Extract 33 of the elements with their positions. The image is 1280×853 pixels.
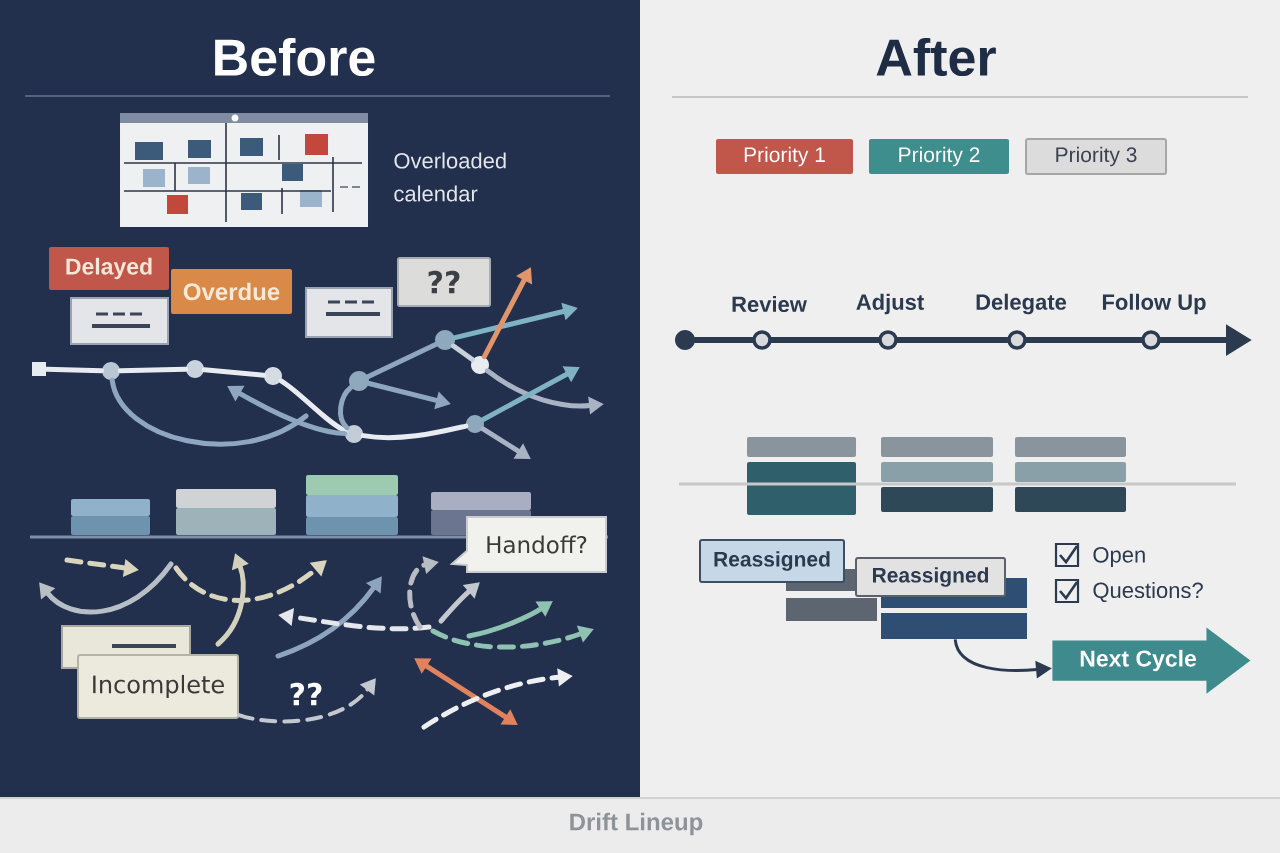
circle-node	[186, 360, 204, 378]
note-card	[305, 287, 393, 338]
arrow-banner: Next Cycle	[1052, 627, 1251, 694]
circle-node	[345, 425, 363, 443]
note-card: ??	[397, 257, 491, 307]
note-card: Incomplete	[77, 654, 239, 719]
square-marker	[32, 362, 46, 376]
circle-node	[102, 362, 120, 380]
circle-node	[349, 371, 369, 391]
speech-bubble: Handoff?	[449, 516, 607, 573]
start-dot	[675, 330, 695, 350]
panel-heading: After	[876, 37, 996, 77]
circle-node	[471, 356, 489, 374]
priority-tag: Priority 3	[1025, 138, 1167, 175]
priority-tag: Priority 2	[869, 139, 1009, 174]
milestone-label: Adjust	[856, 293, 924, 315]
panel-heading: Before	[215, 37, 375, 77]
circle-node	[264, 367, 282, 385]
annotation: Overloaded calendar	[394, 152, 506, 202]
milestone-label: Follow Up	[1102, 293, 1206, 315]
label-card: Reassigned	[855, 557, 1006, 597]
milestone-label: Review	[732, 295, 807, 313]
tag: Delayed	[49, 247, 169, 290]
caption: Drift Lineup	[570, 812, 703, 836]
label-card: Reassigned	[699, 539, 845, 583]
note-card	[70, 297, 169, 345]
circle-node	[435, 330, 455, 350]
circle-node	[466, 415, 484, 433]
tag: Overdue	[171, 269, 292, 314]
checklist-item: Questions?	[1093, 581, 1203, 603]
priority-tag: Priority 1	[716, 139, 853, 174]
milestone-label: Delegate	[976, 293, 1067, 315]
checklist-item: Open	[1093, 547, 1145, 567]
